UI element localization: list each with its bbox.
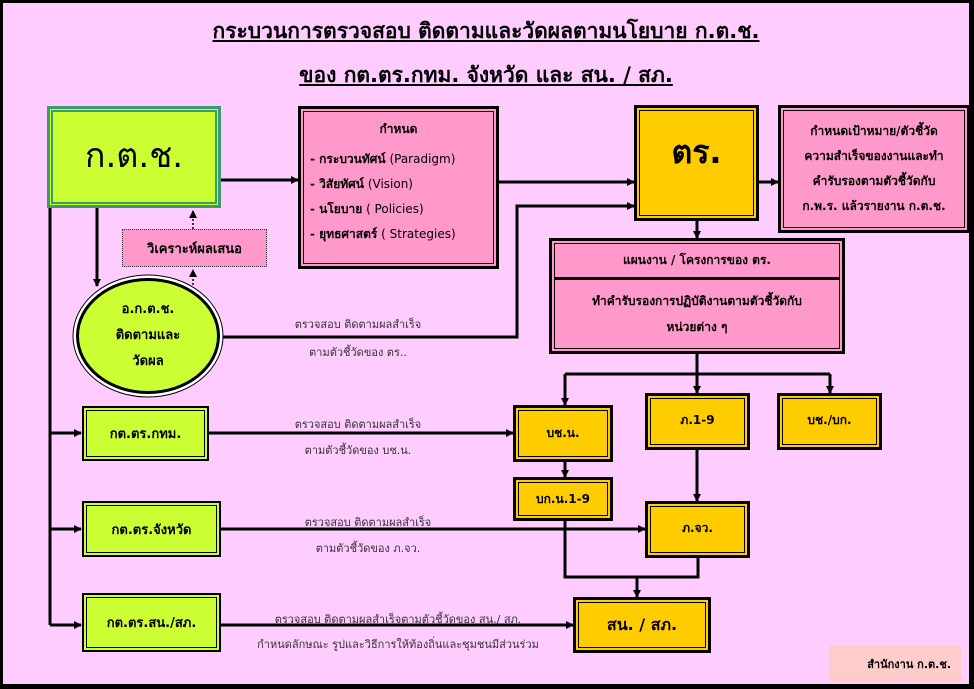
label-bkk-1: ตรวจสอบ ติดตามผลสำเร็จ [294,418,422,431]
define-list: - กระบวนทัศน์ (Paradigm) - วิสัยทัศน์ (V… [310,147,487,247]
bcn-box: บช.น. [513,405,613,462]
define-box: กำหนด - กระบวนทัศน์ (Paradigm) - วิสัยทั… [298,106,499,269]
diagram-canvas: กระบวนการตรวจสอบ ติดตามและวัดผลตามนโยบาย… [3,3,970,684]
label-prov-2: ตามตัวชี้วัดของ ภ.จว. [315,542,421,555]
bcbk-box: บช./บก. [777,393,882,450]
arrow-aktch-tr [220,202,635,339]
bkn19-box: บก.น.1-9 [513,477,613,521]
ktch-label: ก.ต.ช. [84,136,184,176]
ktch-box: ก.ต.ช. [47,106,221,208]
analyze-label: วิเคราะห์ผลเสนอ [147,241,242,257]
define-heading: กำหนด [379,122,418,136]
plan-body: ทำคำรับรองการปฏิบัติงานตามตัวชี้วัดกับ ห… [592,294,802,334]
targets-box: กำหนดเป้าหมาย/ตัวชี้วัด ความสำเร็จของงาน… [778,105,970,233]
kt-station-box: กต.ตร.สน./สภ. [82,593,221,652]
plan-box: แผนงาน / โครงการของ ตร. ทำคำรับรองการปฏิ… [549,238,845,354]
targets-line: คำรับรองตามตัวชี้วัดกับ [812,174,936,188]
bkn-to-merge [563,508,700,579]
label-tr-2: ตามตัวชี้วัดของ ตร.. [309,346,407,359]
tr-box: ตร. [634,105,759,221]
define-item: - วิสัยทัศน์ (Vision) [310,177,413,191]
kt-prov-box: กต.ตร.จังหวัด [82,501,221,557]
kt-bkk-box: กต.ตร.กทม. [82,406,209,461]
title-line-1: กระบวนการตรวจสอบ ติดตามและวัดผลตามนโยบาย… [212,19,760,43]
tr-label: ตร. [671,133,722,171]
label-tr-1: ตรวจสอบ ติดตามผลสำเร็จ [294,318,422,331]
label-station-1: ตรวจสอบ ติดตามผลสำเร็จตามตัวชี้วัดของ สน… [274,613,522,626]
pjw-box: ภ.จว. [645,501,750,558]
define-item: - กระบวนทัศน์ (Paradigm) [310,152,456,166]
targets-line: ก.พ.ร. แล้วรายงาน ก.ต.ช. [802,199,946,213]
title-line-2: ของ กต.ตร.กทม. จังหวัด และ สน. / สภ. [299,63,673,87]
plan-header: แผนงาน / โครงการของ ตร. [555,244,839,280]
define-item: - นโยบาย ( Policies) [310,202,424,216]
targets-line: กำหนดเป้าหมาย/ตัวชี้วัด [810,124,938,138]
footer-office: สำนักงาน ก.ต.ช. [829,645,961,682]
targets-line: ความสำเร็จของงานและทำ [804,149,944,163]
analyze-box: วิเคราะห์ผลเสนอ [122,229,267,267]
label-bkk-2: ตามตัวชี้วัดของ บช.น. [304,444,412,457]
aktch-ellipse: อ.ก.ต.ช. ติดตามและ วัดผล [76,278,220,394]
define-item: - ยุทธศาสตร์ ( Strategies) [310,227,456,241]
label-station-2: กำหนดลักษณะ รูปและวิธีการให้ท้องถิ่นและช… [257,638,539,651]
label-prov-1: ตรวจสอบ ติดตามผลสำเร็จ [304,516,432,529]
station-box: สน. / สภ. [573,597,711,653]
p19-box: ภ.1-9 [645,393,750,450]
